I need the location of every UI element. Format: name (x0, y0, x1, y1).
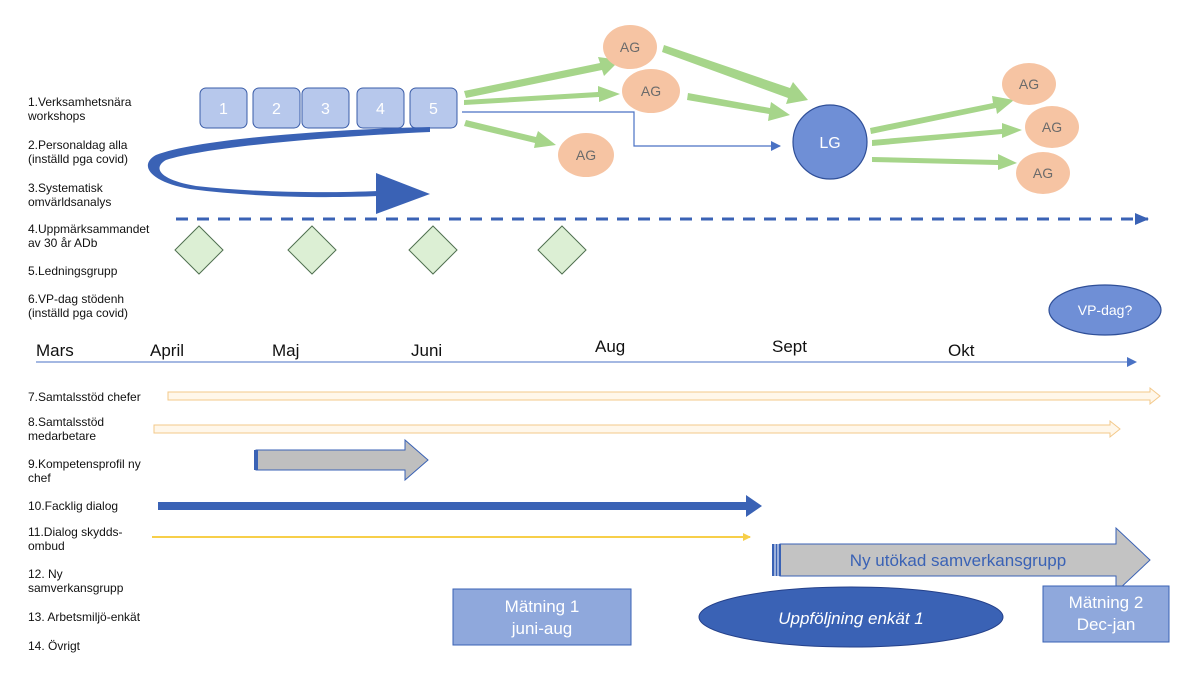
vp-dag-node (1048, 284, 1162, 336)
row-label-14: 14. Övrigt (28, 639, 81, 653)
green-arrow-lg-to-ag-mid (872, 123, 1022, 146)
diamond-2 (287, 225, 337, 275)
workshop-label-5: 5 (429, 101, 438, 118)
workshops: 1 2 3 4 5 (199, 87, 458, 129)
ag-node-3-label: AG (576, 147, 596, 163)
lg-node-label: LG (819, 135, 840, 152)
arrow-samtalsstod-medarbetare (153, 419, 1121, 439)
matning-1-box (452, 588, 632, 646)
green-arrow-to-ag-low (464, 120, 556, 148)
month-maj: Maj (272, 341, 299, 360)
month-aug: Aug (595, 337, 625, 356)
green-arrow-lg-to-ag-low (872, 154, 1017, 170)
curved-arrow (147, 127, 431, 214)
ag-node-5-label: AG (1042, 119, 1062, 135)
ag-node-1-label: AG (620, 39, 640, 55)
workshop-box-3 (301, 87, 350, 129)
ag-node-3 (558, 133, 614, 177)
row-label-6: 6.VP-dag stödenh(inställd pga covid) (28, 292, 128, 320)
ny-samverkansgrupp-label: Ny utökad samverkansgrupp (850, 551, 1066, 570)
lg-node (792, 104, 868, 180)
month-mars: Mars (36, 341, 74, 360)
row-label-5: 5.Ledningsgrupp (28, 264, 118, 278)
connector-workshops-to-lg (462, 111, 781, 151)
ag-node-2 (622, 69, 680, 113)
row-label-11: 11.Dialog skydds-ombud (28, 525, 123, 553)
arrow-facklig-dialog (158, 495, 762, 517)
green-arrows-right (870, 96, 1022, 170)
arrow-ny-samverkansgrupp-tail (772, 544, 781, 576)
curved-arrow-head (376, 173, 430, 214)
green-arrow-lg-to-ag-top (870, 96, 1014, 134)
month-sept: Sept (772, 337, 807, 356)
workshop-label-4: 4 (376, 101, 385, 118)
ag-node-6-label: AG (1033, 165, 1053, 181)
diamond-3 (408, 225, 458, 275)
ag-nodes: AG AG AG AG AG AG (558, 25, 1079, 194)
matning-2-box (1042, 585, 1170, 643)
green-arrows-left (464, 57, 620, 148)
arrow-kompetensprofil-body (255, 438, 429, 482)
green-arrow-ag-mid-to-lg (687, 93, 790, 121)
arrow-kompetensprofil-tail (254, 450, 258, 470)
workshop-box-5 (409, 87, 458, 129)
diamond-1 (174, 225, 224, 275)
ag-node-4 (1002, 63, 1056, 105)
ag-node-5 (1025, 106, 1079, 148)
ag-node-1 (603, 25, 657, 69)
diamond-4 (537, 225, 587, 275)
month-okt: Okt (948, 341, 975, 360)
workshop-box-4 (356, 87, 405, 129)
arrow-ny-samverkansgrupp-body (779, 526, 1151, 594)
vp-dag-label: VP-dag? (1078, 302, 1133, 318)
green-arrow-to-ag-top (464, 57, 620, 98)
row-label-13: 13. Arbetsmiljö-enkät (28, 610, 141, 624)
ag-node-4-label: AG (1019, 76, 1039, 92)
workshop-label-1: 1 (219, 101, 228, 118)
workshop-label-2: 2 (272, 101, 281, 118)
month-juni: Juni (411, 341, 442, 360)
workshop-label-3: 3 (321, 101, 330, 118)
ag-node-6 (1016, 152, 1070, 194)
curved-arrow-band (147, 127, 431, 198)
row-label-2: 2.Personaldag alla(inställd pga covid) (28, 138, 128, 166)
green-arrow-to-ag-mid (464, 86, 620, 105)
month-april: April (150, 341, 184, 360)
arrow-ny-samverkansgrupp (772, 526, 1151, 594)
arrow-kompetensprofil (254, 438, 429, 482)
arrow-samtalsstod-chefer (167, 386, 1161, 406)
workshop-box-1 (199, 87, 248, 129)
month-axis: Mars April Maj Juni Aug Sept Okt (36, 337, 1137, 367)
green-arrow-ag-top-to-lg (662, 45, 808, 104)
uppfoljning-enkat-label: Uppföljning enkät 1 (778, 609, 924, 628)
row-label-7: 7.Samtalsstöd chefer (28, 390, 141, 404)
ag-node-2-label: AG (641, 83, 661, 99)
workshop-box-2 (252, 87, 301, 129)
diamonds (174, 225, 587, 275)
row-label-10: 10.Facklig dialog (28, 499, 118, 513)
green-arrows-to-lg (662, 45, 808, 121)
uppfoljning-enkat-node (698, 586, 1004, 648)
